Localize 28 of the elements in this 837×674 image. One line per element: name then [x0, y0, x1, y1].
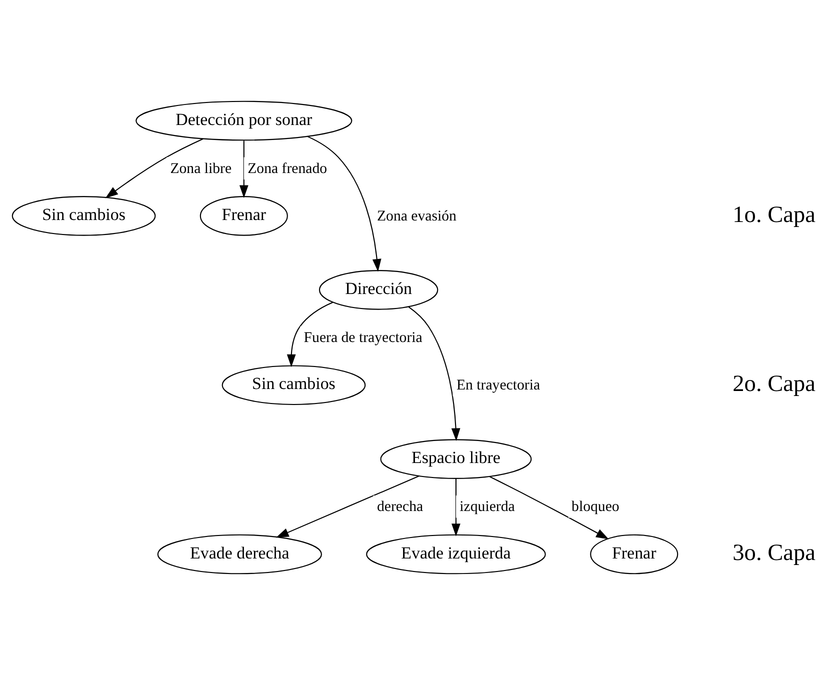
- node-ellipse: Frenar: [200, 196, 288, 236]
- node-ellipse: Espacio libre: [380, 438, 532, 478]
- edge-label: bloqueo: [572, 498, 620, 515]
- edge-label: Zona libre: [170, 160, 232, 176]
- edge-label: En trayectoria: [456, 377, 540, 394]
- edge-label: Fuera de trayectoria: [304, 329, 422, 346]
- arrow: [307, 136, 382, 272]
- node-ellipse: Dirección: [318, 270, 438, 310]
- node-ellipse: Sin cambios: [12, 196, 156, 236]
- arrow: [239, 140, 248, 198]
- node-ellipse: Evade izquierda: [366, 534, 546, 574]
- arrow: [408, 306, 460, 440]
- edge-label: Zona evasión: [376, 208, 456, 224]
- arrow: [489, 476, 609, 539]
- node-ellipse: Frenar: [590, 534, 678, 574]
- node-ellipse: Sin cambios: [222, 364, 366, 404]
- label: 3o. Capa: [732, 540, 816, 566]
- arrow: [286, 301, 333, 367]
- edge-label: Zona frenado: [248, 160, 328, 176]
- arrow: [105, 138, 204, 198]
- arrow: [452, 478, 460, 536]
- edge-label: derecha: [376, 498, 424, 515]
- node-ellipse: Detección por sonar: [136, 100, 352, 140]
- label: 1o. Capa: [732, 201, 816, 228]
- label: 2o. Capa: [732, 370, 816, 397]
- node-ellipse: Evade derecha: [157, 534, 322, 574]
- arrow: [276, 475, 419, 538]
- edge-label: izquierda: [460, 498, 515, 515]
